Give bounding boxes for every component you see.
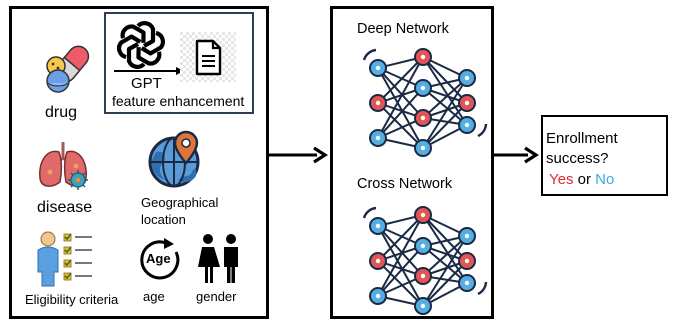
cross-network-node-dot	[464, 233, 470, 239]
deep-network-edge	[422, 102, 468, 149]
cross-network-edge	[422, 245, 468, 284]
deep-network-edge	[377, 56, 424, 139]
age-label: age	[143, 289, 165, 304]
deep-network-node-dot	[420, 54, 426, 60]
deep-network-node-dot	[420, 85, 426, 91]
geographical-label: Geographical	[141, 195, 219, 210]
cross-network-edge	[422, 214, 468, 284]
gender-icon	[198, 234, 238, 283]
cross-network-edge	[377, 245, 424, 297]
cross-network-edge	[422, 235, 468, 277]
deep-network-node-dot	[464, 100, 470, 106]
age-cycle-icon	[140, 238, 180, 280]
cross-network-edge	[422, 235, 468, 307]
cross-network-node-dot	[375, 223, 381, 229]
deep-network-node-dot	[464, 75, 470, 81]
cross-network-edge	[377, 260, 424, 307]
eligibility-criteria-label: Eligibility criteria	[25, 292, 119, 307]
cross-network-node-dot	[420, 212, 426, 218]
deep-network-node-dot	[375, 135, 381, 141]
cross-network-node-dot	[420, 273, 426, 279]
deep-network-edge	[422, 77, 468, 119]
deep-network-node-dot	[464, 122, 470, 128]
deep-network-edge	[377, 67, 424, 149]
success-question-label: success?	[546, 150, 609, 167]
disease-label: disease	[37, 199, 93, 216]
document-icon	[180, 32, 236, 82]
deep-network-edge	[422, 56, 468, 104]
gpt-label: GPT	[131, 75, 162, 92]
deep-network-edge	[377, 67, 424, 119]
deep-network-edge	[377, 102, 424, 149]
cross-network-edge	[422, 260, 468, 307]
cross-network-node-dot	[375, 258, 381, 264]
cross-network-edge	[377, 225, 424, 277]
deep-network-edge	[422, 77, 468, 149]
location-label: location	[141, 212, 186, 227]
cross-network-node-dot	[464, 280, 470, 286]
or-label: or	[577, 171, 591, 188]
deep-network-title: Deep Network	[357, 21, 449, 37]
cross-network-node-dot	[420, 243, 426, 249]
deep-network-node-dot	[420, 115, 426, 121]
cross-network-title: Cross Network	[357, 176, 453, 192]
drug-label: drug	[45, 104, 78, 121]
deep-network-node-dot	[375, 100, 381, 106]
output-box	[541, 115, 668, 196]
no-label: No	[595, 171, 615, 188]
feature-enhancement-label: feature enhancement	[112, 93, 245, 109]
enrollment-label: Enrollment	[546, 130, 618, 147]
cross-network-edge	[377, 214, 424, 262]
age-badge: Age	[146, 251, 171, 266]
cross-network-node-dot	[464, 258, 470, 264]
deep-network-edge	[377, 56, 424, 104]
openai-logo-icon	[117, 21, 165, 69]
cross-network-node-dot	[420, 303, 426, 309]
globe-pin-icon	[148, 130, 200, 188]
deep-network-arc-top	[362, 48, 377, 61]
cross-network-node-dot	[375, 293, 381, 299]
lungs-virus-icon	[38, 142, 88, 190]
deep-network-edge	[377, 87, 424, 139]
person-checklist-icon	[37, 231, 92, 287]
gender-label: gender	[196, 289, 237, 304]
arrow-to-networks-icon	[269, 146, 328, 164]
outcome-line: Yes or No	[549, 172, 614, 187]
cross-network-edge	[422, 214, 468, 262]
cross-network-edge	[377, 225, 424, 307]
deep-network-edge	[422, 87, 468, 126]
drug-icon	[46, 45, 90, 93]
yes-label: Yes	[549, 171, 574, 188]
deep-network-node-dot	[420, 145, 426, 151]
cross-network-arc-bottom	[477, 281, 488, 296]
cross-network-arc-top	[362, 206, 377, 219]
deep-network-node-dot	[375, 65, 381, 71]
arrow-to-output-icon	[494, 146, 539, 164]
cross-network-edge	[377, 214, 424, 297]
deep-network-edge	[422, 56, 468, 126]
deep-network-arc-bottom	[477, 123, 488, 138]
